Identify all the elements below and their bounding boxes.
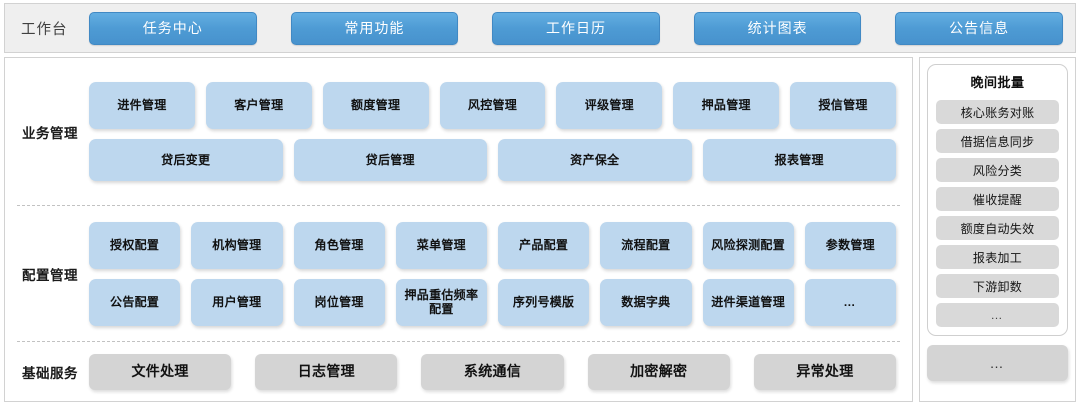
tile-application-management[interactable]: 进件管理 (89, 82, 195, 129)
business-tile-rows: 进件管理 客户管理 额度管理 风控管理 评级管理 押品管理 授信管理 贷后变更 … (89, 82, 912, 181)
tile-system-communication[interactable]: 系统通信 (421, 353, 564, 390)
tile-collateral-revaluation-frequency-config[interactable]: 押品重估频率配置 (395, 278, 487, 326)
batch-item-auto-limit-expiry[interactable]: 额度自动失效 (936, 216, 1059, 240)
module-map-panel: 业务管理 进件管理 客户管理 额度管理 风控管理 评级管理 押品管理 授信管理 … (4, 57, 913, 402)
config-row-2: 公告配置 用户管理 岗位管理 押品重估频率配置 序列号模版 数据字典 进件渠道管… (89, 278, 896, 326)
tile-position-management[interactable]: 岗位管理 (293, 278, 385, 326)
nav-button-announcements[interactable]: 公告信息 (895, 11, 1063, 45)
tile-product-config[interactable]: 产品配置 (498, 221, 590, 269)
config-tile-rows: 授权配置 机构管理 角色管理 菜单管理 产品配置 流程配置 风险探测配置 参数管… (89, 221, 912, 326)
business-row-2: 贷后变更 贷后管理 资产保全 报表管理 (89, 139, 896, 181)
nightly-batch-title: 晚间批量 (970, 75, 1025, 90)
tile-report-management[interactable]: 报表管理 (702, 139, 896, 181)
section-label-business: 业务管理 (22, 125, 78, 141)
tile-exception-handling[interactable]: 异常处理 (753, 353, 897, 390)
tile-risk-detection-config[interactable]: 风险探测配置 (702, 221, 794, 269)
top-navigation-bar: 工作台 任务中心 常用功能 工作日历 统计图表 公告信息 (4, 3, 1076, 53)
nav-button-common-functions[interactable]: 常用功能 (290, 11, 459, 45)
tile-role-management[interactable]: 角色管理 (293, 221, 385, 269)
nightly-batch-box: 晚间批量 核心账务对账 借据信息同步 风险分类 催收提醒 额度自动失效 报表加工… (927, 64, 1068, 336)
tile-risk-control-management[interactable]: 风控管理 (439, 82, 546, 129)
batch-item-report-processing[interactable]: 报表加工 (936, 245, 1059, 269)
nav-button-statistics-chart[interactable]: 统计图表 (693, 11, 862, 45)
section-divider-2 (17, 341, 900, 342)
business-row-1: 进件管理 客户管理 额度管理 风控管理 评级管理 押品管理 授信管理 (89, 82, 897, 129)
tile-encryption-decryption[interactable]: 加密解密 (587, 353, 730, 390)
tile-post-loan-management[interactable]: 贷后管理 (293, 139, 487, 181)
page-title: 工作台 (21, 21, 68, 38)
batch-item-collection-reminder[interactable]: 催收提醒 (936, 187, 1059, 211)
tile-application-channel-management[interactable]: 进件渠道管理 (702, 278, 794, 326)
section-config-management: 配置管理 授权配置 机构管理 角色管理 菜单管理 产品配置 流程配置 风险探测配… (5, 206, 912, 341)
config-row-1: 授权配置 机构管理 角色管理 菜单管理 产品配置 流程配置 风险探测配置 参数管… (89, 221, 896, 269)
batch-item-downstream-data-unload[interactable]: 下游卸数 (936, 274, 1059, 298)
tile-authorization-config[interactable]: 授权配置 (89, 221, 181, 269)
tile-menu-management[interactable]: 菜单管理 (395, 221, 487, 269)
section-label-config: 配置管理 (22, 267, 78, 283)
right-panel: 晚间批量 核心账务对账 借据信息同步 风险分类 催收提醒 额度自动失效 报表加工… (919, 57, 1076, 402)
tile-serial-number-template[interactable]: 序列号模版 (498, 278, 590, 326)
tile-organization-management[interactable]: 机构管理 (191, 221, 283, 269)
batch-item-risk-classification[interactable]: 风险分类 (936, 158, 1059, 182)
base-tile-rows: 文件处理 日志管理 系统通信 加密解密 异常处理 (89, 353, 912, 390)
batch-item-loan-receipt-sync[interactable]: 借据信息同步 (936, 129, 1059, 153)
tile-announcement-config[interactable]: 公告配置 (89, 278, 181, 326)
tile-customer-management[interactable]: 客户管理 (205, 82, 312, 129)
tile-asset-preservation[interactable]: 资产保全 (498, 139, 692, 181)
section-divider-1 (17, 205, 900, 206)
section-business-management: 业务管理 进件管理 客户管理 额度管理 风控管理 评级管理 押品管理 授信管理 … (5, 58, 912, 205)
tile-rating-management[interactable]: 评级管理 (556, 82, 663, 129)
batch-item-core-account-reconciliation[interactable]: 核心账务对账 (936, 100, 1059, 124)
top-nav-button-group: 任务中心 常用功能 工作日历 统计图表 公告信息 (89, 11, 1063, 45)
section-label-base: 基础服务 (22, 365, 78, 381)
tile-parameter-management[interactable]: 参数管理 (804, 221, 896, 269)
tile-log-management[interactable]: 日志管理 (255, 353, 398, 390)
tile-data-dictionary[interactable]: 数据字典 (600, 278, 692, 326)
nav-button-work-calendar[interactable]: 工作日历 (492, 11, 660, 45)
tile-credit-limit-management[interactable]: 额度管理 (322, 82, 429, 129)
tile-process-config[interactable]: 流程配置 (600, 221, 692, 269)
base-row-1: 文件处理 日志管理 系统通信 加密解密 异常处理 (89, 353, 897, 390)
section-base-services: 基础服务 文件处理 日志管理 系统通信 加密解密 异常处理 (5, 342, 912, 401)
tile-config-more[interactable]: … (804, 278, 896, 326)
nav-button-task-center[interactable]: 任务中心 (89, 11, 257, 45)
tile-collateral-management[interactable]: 押品管理 (673, 82, 780, 129)
tile-file-processing[interactable]: 文件处理 (89, 353, 232, 390)
content-area: 业务管理 进件管理 客户管理 额度管理 风控管理 评级管理 押品管理 授信管理 … (4, 57, 1076, 402)
tile-post-loan-change[interactable]: 贷后变更 (89, 139, 283, 181)
batch-item-more[interactable]: … (936, 303, 1059, 327)
right-panel-more-button[interactable]: … (927, 345, 1068, 381)
tile-credit-granting-management[interactable]: 授信管理 (790, 82, 897, 129)
tile-user-management[interactable]: 用户管理 (191, 278, 283, 326)
